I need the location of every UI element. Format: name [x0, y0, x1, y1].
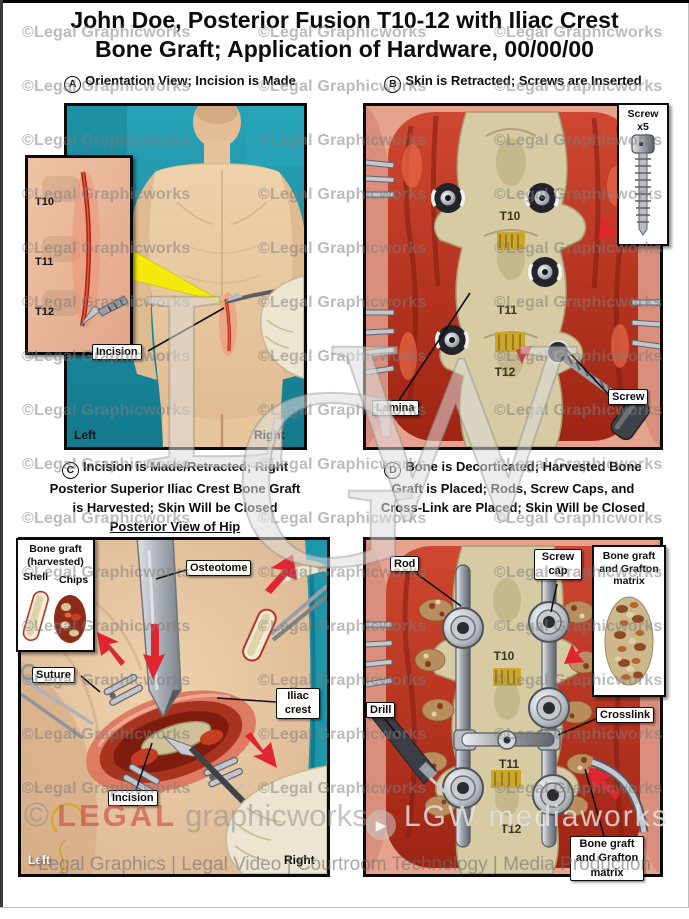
- panel-c-inset-bone-graft: Bone graft (harvested) Shell Chips: [16, 538, 95, 652]
- panel-c-osteotome-label: Osteotome: [186, 560, 252, 577]
- panel-a-left-label: Left: [74, 428, 96, 442]
- caption-a-text: Orientation View; Incision is Made: [85, 73, 296, 88]
- incision-closeup-illustration: [28, 158, 130, 352]
- caption-d-line3: Cross-Link are Placed; Skin Will be Clos…: [380, 500, 646, 515]
- zoom-wedge: [132, 250, 226, 304]
- caption-c-subtitle: Posterior View of Hip: [109, 519, 241, 534]
- panel-a-inset-incision-closeup: T10 T11 T12: [25, 155, 133, 355]
- page-border-left: [0, 0, 3, 908]
- panel-c-right-label: Right: [284, 853, 315, 867]
- caption-c-line2: Posterior Superior Iliac Crest Bone Graf…: [49, 481, 301, 496]
- panel-d-label-t10: T10: [494, 649, 515, 663]
- panel-d-drill-label: Drill: [366, 702, 396, 719]
- red-arrow-icon: [516, 196, 642, 372]
- panel-a-right-label: Right: [254, 428, 285, 442]
- panel-a-incision-label: Incision: [92, 344, 142, 361]
- inset-c-title: Bone graft (harvested): [27, 543, 84, 568]
- red-arrow-icon: [97, 554, 297, 768]
- inset-a-label-t12: T12: [35, 306, 54, 318]
- caption-a-letter: A: [64, 76, 82, 93]
- screw-icon: [631, 134, 655, 237]
- suture-needle-icon: [50, 803, 86, 874]
- panel-b-label-t10: T10: [500, 209, 521, 223]
- caption-d-letter: D: [384, 462, 402, 479]
- scalpel-icon: [79, 295, 129, 327]
- page-border-top: [0, 0, 689, 3]
- inset-a-label-t11: T11: [35, 256, 54, 268]
- caption-d-line1: Bone is Decorticated; Harvested Bone: [405, 459, 642, 474]
- grafton-matrix-icon: [604, 596, 654, 686]
- inset-c-chips-label: Chips: [59, 574, 89, 586]
- retractor-icon: [366, 621, 393, 689]
- panel-c-left-label: Left: [28, 853, 50, 867]
- caption-d-line2: Graft is Placed; Rods, Screw Caps, and: [391, 481, 635, 496]
- panel-b-screw-label: Screw: [608, 389, 649, 406]
- title-line1: John Doe, Posterior Fusion T10-12 with I…: [70, 7, 619, 33]
- inset-screw-qty: x5: [637, 120, 649, 133]
- caption-c-line1: Incision is Made/Retracted; Right: [82, 459, 289, 474]
- panel-c-suture-label: Suture: [32, 667, 75, 684]
- caption-c-line3: is Harvested; Skin Will be Closed: [72, 500, 278, 515]
- retractor-icon: [366, 159, 660, 377]
- panel-d-crosslink-label: Crosslink: [596, 707, 655, 724]
- panel-c-incision-label: Incision: [108, 790, 158, 807]
- panel-c-illustration: [21, 540, 327, 874]
- panel-b-label-t11: T11: [497, 303, 517, 317]
- inset-a-label-t10: T10: [35, 196, 54, 208]
- page-border-bottom: [0, 907, 689, 908]
- bent-rod-highlight: [591, 759, 647, 833]
- surgeon-glove: [260, 275, 304, 379]
- panel-b-label-t12: T12: [495, 365, 516, 379]
- inset-d-title: Bone graft and Grafton matrix: [599, 550, 659, 588]
- panel-d-label-t12: T12: [501, 822, 522, 836]
- title-line2: Bone Graft; Application of Hardware, 00/…: [95, 36, 594, 62]
- inset-screw-label: Screw: [627, 108, 659, 120]
- panel-d-inset-grafton: Bone graft and Grafton matrix: [592, 545, 666, 697]
- crosslink-icon: [453, 729, 561, 751]
- panel-d-label-t11: T11: [499, 757, 519, 771]
- surgeon-glove: [225, 765, 327, 874]
- panel-b-lamina-label: Lamina: [372, 400, 419, 417]
- caption-c-letter: C: [61, 462, 79, 479]
- caption-b-letter: B: [384, 76, 402, 93]
- panel-d-rod-label: Rod: [390, 556, 420, 573]
- panel-d-bone-graft-label: Bone graft and Grafton matrix: [570, 836, 644, 881]
- bone-graft-shell-chips-icon: [22, 590, 86, 643]
- caption-b-text: Skin is Retracted; Screws are Inserted: [405, 73, 642, 88]
- inset-c-shell-label: Shell: [23, 571, 49, 583]
- panel-c-iliac-crest-label: Iliac crest: [276, 688, 320, 719]
- drill-icon: [366, 703, 460, 806]
- panel-d-screw-cap-label: Screw cap: [534, 549, 582, 580]
- page-title: John Doe, Posterior Fusion T10-12 with I…: [0, 6, 689, 64]
- panel-b-inset-screw: Screw x5: [617, 103, 669, 246]
- bone-shell-piece: [242, 608, 277, 662]
